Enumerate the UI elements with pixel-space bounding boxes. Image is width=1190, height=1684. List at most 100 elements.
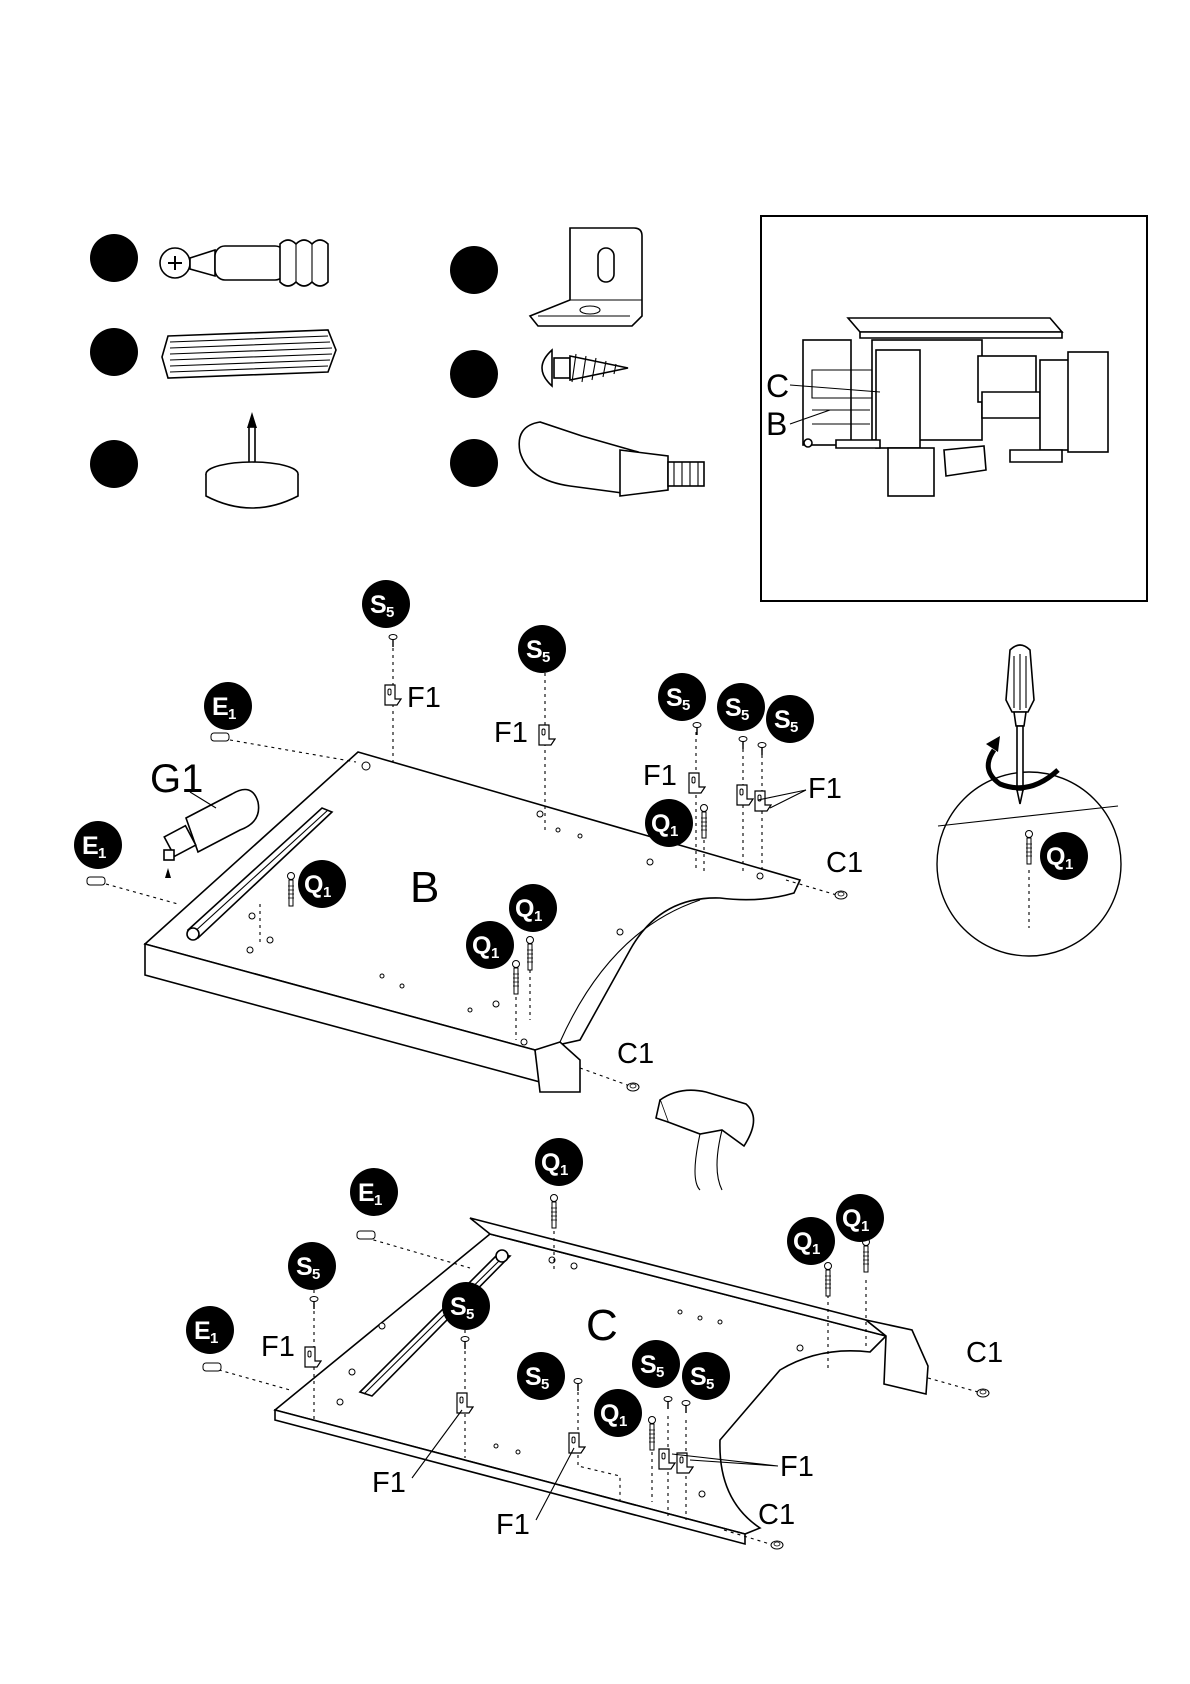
c-badge-q1-2: Q1 <box>787 1217 835 1265</box>
b-label-g1: G1 <box>150 757 203 801</box>
svg-text:1: 1 <box>98 845 106 862</box>
b-screw-5 <box>758 743 766 756</box>
b-cam-screw-3 <box>513 961 520 995</box>
c-glide-1 <box>977 1389 989 1397</box>
hardware-legend <box>90 228 704 508</box>
wood-dowel-icon <box>162 330 336 378</box>
b-label-f1-2: F1 <box>494 717 528 749</box>
c-badge-s5-5: S5 <box>682 1352 730 1400</box>
c-label-f1-4: F1 <box>780 1451 814 1483</box>
b-glide-2 <box>627 1083 639 1091</box>
b-badge-s5-1: S5 <box>362 580 410 628</box>
c-dowel-2 <box>203 1363 221 1371</box>
rubber-mallet-icon <box>519 422 704 496</box>
svg-text:1: 1 <box>323 884 331 901</box>
svg-text:1: 1 <box>560 1162 568 1179</box>
b-label-c1-1: C1 <box>826 847 863 879</box>
c-glide-2 <box>771 1541 783 1549</box>
svg-text:Q: Q <box>842 1205 861 1233</box>
b-badge-e1-2: E1 <box>74 821 122 869</box>
b-cam-screw-4 <box>527 937 534 971</box>
svg-text:1: 1 <box>619 1413 627 1430</box>
b-bracket-1 <box>385 685 401 705</box>
b-screw-3 <box>693 723 701 736</box>
legend-badge-6 <box>450 439 498 487</box>
svg-text:E: E <box>212 693 229 721</box>
svg-text:S: S <box>640 1351 657 1379</box>
overview-inset: C B <box>761 216 1147 601</box>
b-dowel-1 <box>211 733 229 741</box>
svg-text:5: 5 <box>706 1376 714 1393</box>
svg-text:5: 5 <box>741 707 749 724</box>
svg-text:5: 5 <box>312 1266 320 1283</box>
svg-text:1: 1 <box>534 908 542 925</box>
svg-text:Q: Q <box>515 895 534 923</box>
svg-text:1: 1 <box>670 823 678 840</box>
c-dowel-1 <box>357 1231 375 1239</box>
b-label-f1-4: F1 <box>808 773 842 805</box>
svg-text:Q: Q <box>304 871 323 899</box>
svg-text:1: 1 <box>374 1192 382 1209</box>
panel-b-leg-block <box>535 1042 580 1092</box>
svg-text:E: E <box>358 1179 375 1207</box>
svg-text:Q: Q <box>651 810 670 838</box>
legend-badge-1 <box>90 234 138 282</box>
l-bracket-icon <box>530 228 642 326</box>
svg-text:S: S <box>666 684 683 712</box>
b-bracket-2 <box>539 725 555 745</box>
legend-badge-4 <box>450 246 498 294</box>
b-screw-1 <box>389 635 397 648</box>
c-screw-1 <box>310 1297 318 1310</box>
svg-text:1: 1 <box>1065 856 1073 873</box>
legend-badge-5 <box>450 350 498 398</box>
svg-text:E: E <box>82 832 99 860</box>
c-cam-screw-2 <box>825 1263 832 1297</box>
b-bracket-3 <box>689 773 705 793</box>
b-glide-1 <box>835 891 847 899</box>
svg-text:1: 1 <box>491 945 499 962</box>
b-badge-s5-3: S5 <box>658 673 706 721</box>
c-badge-q1-1: Q1 <box>535 1138 583 1186</box>
svg-text:S: S <box>725 694 742 722</box>
c-label-c1-1: C1 <box>966 1337 1003 1369</box>
cam-bolt-icon <box>160 240 328 286</box>
c-badge-s5-3: S5 <box>517 1352 565 1400</box>
b-label-f1-3: F1 <box>643 760 677 792</box>
b-badge-q1-2: Q1 <box>298 860 346 908</box>
svg-text:5: 5 <box>466 1306 474 1323</box>
legend-badge-2 <box>90 328 138 376</box>
svg-text:S: S <box>525 1363 542 1391</box>
b-cam-screw-1 <box>701 805 708 839</box>
c-cam-screw-3 <box>863 1239 870 1273</box>
svg-text:S: S <box>296 1253 313 1281</box>
svg-text:Q: Q <box>541 1149 560 1177</box>
svg-text:E: E <box>194 1317 211 1345</box>
svg-text:S: S <box>450 1293 467 1321</box>
wood-screw-icon <box>542 350 628 386</box>
svg-text:Q: Q <box>793 1228 812 1256</box>
svg-text:5: 5 <box>656 1364 664 1381</box>
svg-text:5: 5 <box>790 719 798 736</box>
panel-c-letter: C <box>586 1301 618 1350</box>
detail-cam-screw <box>1026 831 1033 865</box>
c-bracket-1 <box>305 1347 321 1367</box>
b-bracket-5 <box>755 791 771 811</box>
svg-text:S: S <box>690 1363 707 1391</box>
svg-text:5: 5 <box>682 697 690 714</box>
svg-text:Q: Q <box>1046 843 1065 871</box>
svg-text:5: 5 <box>386 604 394 621</box>
svg-text:1: 1 <box>210 1330 218 1347</box>
b-bracket-4 <box>737 785 753 805</box>
nail-glide-icon <box>206 412 298 508</box>
b-label-c1-2: C1 <box>617 1038 654 1070</box>
